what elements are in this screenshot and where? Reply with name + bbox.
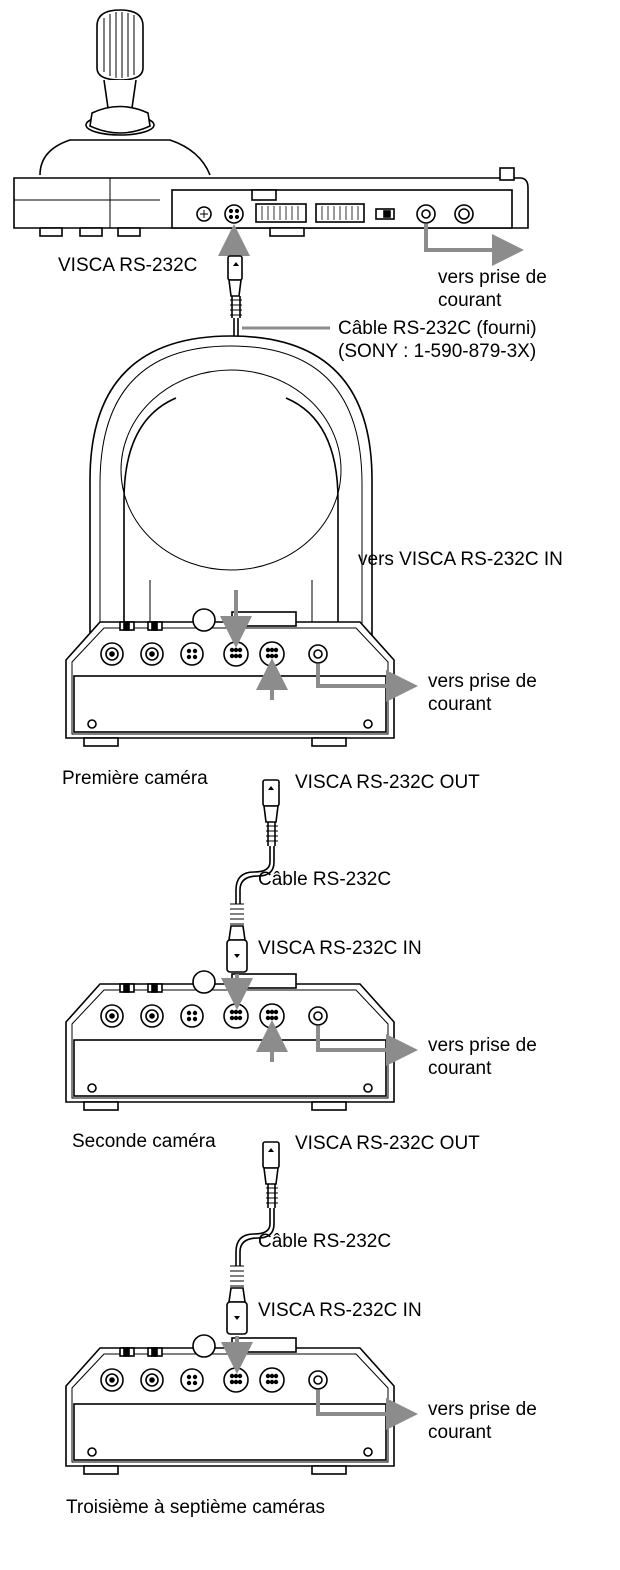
label-power-camera-2-line2: courant (428, 1058, 492, 1079)
label-camera-1: Première caméra (62, 768, 208, 789)
power-arrow-camera-2 (316, 1026, 418, 1066)
power-arrow-camera-3 (316, 1390, 418, 1430)
label-out-camera-2: VISCA RS-232C OUT (295, 1133, 480, 1154)
camera-3-body (65, 1334, 395, 1475)
cable-3 (226, 1141, 280, 1335)
label-power-camera-2: vers prise de courant (428, 1034, 537, 1080)
label-power-camera-2-line1: vers prise de (428, 1035, 537, 1056)
label-power-camera-3: vers prise de courant (428, 1398, 537, 1444)
label-cable-supplied: Câble RS-232C (fourni) (SONY : 1-590-879… (338, 317, 537, 363)
label-power-controller: vers prise de courant (438, 266, 547, 312)
label-camera-3: Troisième à septième caméras (66, 1497, 326, 1518)
label-cable-3: Câble RS-232C (258, 1231, 392, 1252)
label-power-camera-3-line1: vers prise de (428, 1399, 537, 1420)
camera-2-body (65, 970, 395, 1111)
joystick-handle (85, 9, 155, 136)
label-to-visca-in: vers VISCA RS-232C IN (358, 549, 563, 570)
label-power-controller-line1: vers prise de (438, 267, 547, 288)
label-power-camera-1-line1: vers prise de (428, 671, 537, 692)
label-out-camera-1: VISCA RS-232C OUT (295, 772, 480, 793)
label-cable-supplied-line2: (SONY : 1-590-879-3X) (338, 341, 537, 362)
remote-controller (13, 9, 529, 237)
label-power-camera-3-line2: courant (428, 1422, 492, 1443)
label-in-camera-2: VISCA RS-232C IN (258, 938, 422, 959)
label-camera-2: Seconde caméra (72, 1131, 216, 1152)
label-cable-supplied-line1: Câble RS-232C (fourni) (338, 318, 537, 339)
label-cable-2: Câble RS-232C (258, 869, 392, 890)
power-arrow-controller (424, 224, 524, 266)
cable-2 (226, 779, 280, 973)
label-power-camera-1: vers prise de courant (428, 670, 537, 716)
label-controller-port: VISCA RS-232C (58, 255, 198, 276)
label-power-controller-line2: courant (438, 290, 502, 311)
camera-1-body (65, 335, 395, 747)
power-arrow-camera-1 (316, 664, 418, 702)
label-power-camera-1-line2: courant (428, 694, 492, 715)
label-in-camera-3: VISCA RS-232C IN (258, 1300, 422, 1321)
